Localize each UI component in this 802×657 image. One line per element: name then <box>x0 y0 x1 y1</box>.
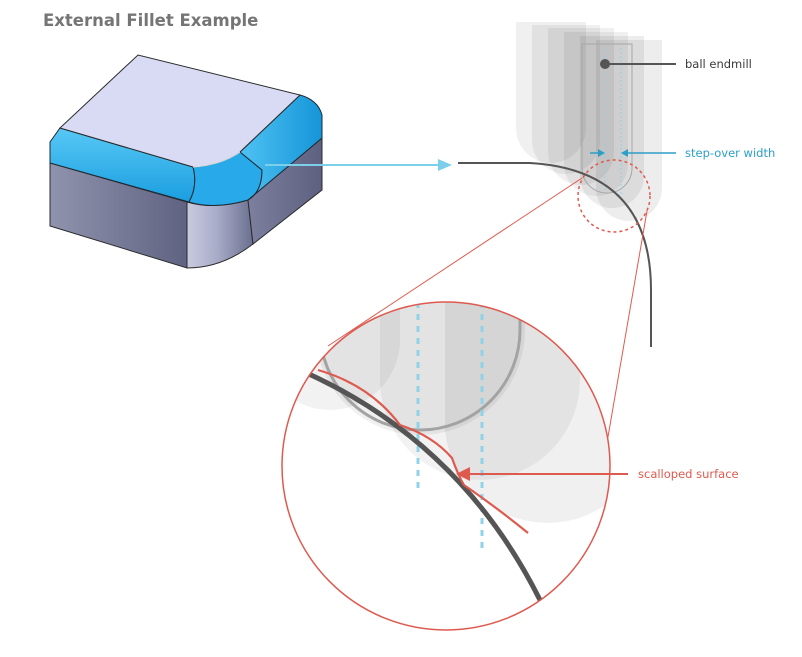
detail-circle-small <box>577 159 651 233</box>
ball-endmill-callout <box>600 59 676 69</box>
scalloped-surface-callout <box>456 467 628 481</box>
fillet-block-model <box>49 54 323 269</box>
step-over-width-label: step-over width <box>685 146 775 160</box>
detail-circle-large <box>281 301 611 631</box>
ball-endmill-passes <box>516 22 662 221</box>
diagram-title: External Fillet Example <box>43 11 258 30</box>
ball-endmill-label: ball endmill <box>685 57 752 71</box>
scalloped-surface-label: scalloped surface <box>638 467 739 481</box>
fillet-callout-arrow <box>265 159 452 171</box>
fillet-band-right <box>239 94 323 201</box>
step-over-arrows <box>590 149 676 157</box>
fillet-profile-curve <box>458 162 652 347</box>
fillet-surface-curve <box>298 367 543 602</box>
block-corner-face <box>186 199 254 269</box>
zoom-detail <box>281 301 611 631</box>
scalloped-surface-curve <box>317 368 529 534</box>
